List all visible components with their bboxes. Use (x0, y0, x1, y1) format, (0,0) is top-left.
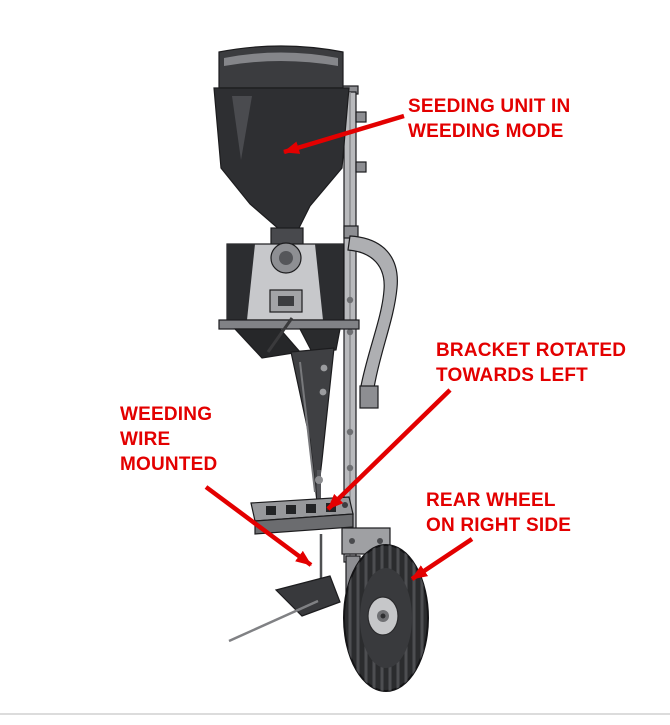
weeding-wire-arrow (204, 485, 313, 567)
label-rear-wheel: REAR WHEEL ON RIGHT SIDE (426, 490, 572, 536)
ground-wire (228, 599, 319, 643)
seeding-unit-arrow (283, 113, 405, 155)
mount-plate (228, 575, 341, 643)
bracket-arrow (326, 388, 452, 511)
bracket-arm (343, 225, 398, 409)
hopper (213, 45, 350, 259)
label-bracket: BRACKET ROTATED TOWARDS LEFT (436, 340, 627, 386)
rear-wheel (341, 527, 429, 692)
shank (290, 347, 335, 506)
page-bottom-edge (0, 713, 670, 715)
rear-wheel-arrow (410, 537, 474, 581)
mid-mechanism (218, 242, 360, 359)
label-seeding-unit: SEEDING UNIT IN WEEDING MODE (408, 96, 571, 142)
label-weeding-wire: WEEDING WIRE MOUNTED (120, 404, 218, 475)
